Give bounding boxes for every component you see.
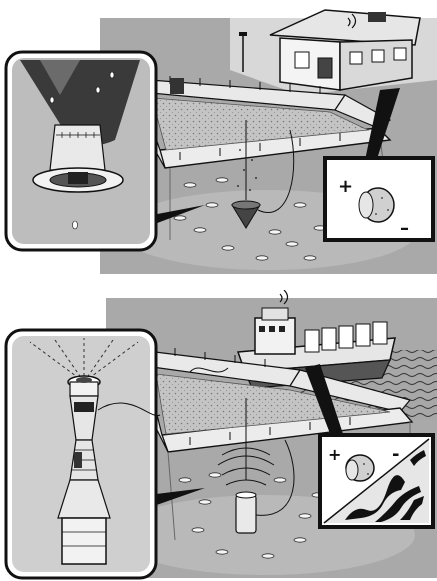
sonar-sensor-callout (6, 330, 160, 578)
pellet-minus-sign: – (400, 218, 409, 239)
top-panel: + – (0, 0, 437, 290)
pellet-plus-sign: + (338, 176, 353, 197)
pellet-waste-callout: + - (320, 435, 433, 527)
feeder-camera-callout (6, 52, 156, 250)
feed-pellet-icon (359, 188, 394, 222)
feed-pellet-icon (346, 455, 374, 481)
bottom-panel: + - (0, 290, 437, 581)
bottom-panel-illustration: + - (0, 290, 437, 581)
top-panel-illustration: + – (0, 0, 437, 290)
pellet-plus-sign: + (328, 445, 341, 464)
waste-minus-sign: - (392, 444, 399, 465)
feed-pellet-callout: + – (325, 158, 433, 240)
